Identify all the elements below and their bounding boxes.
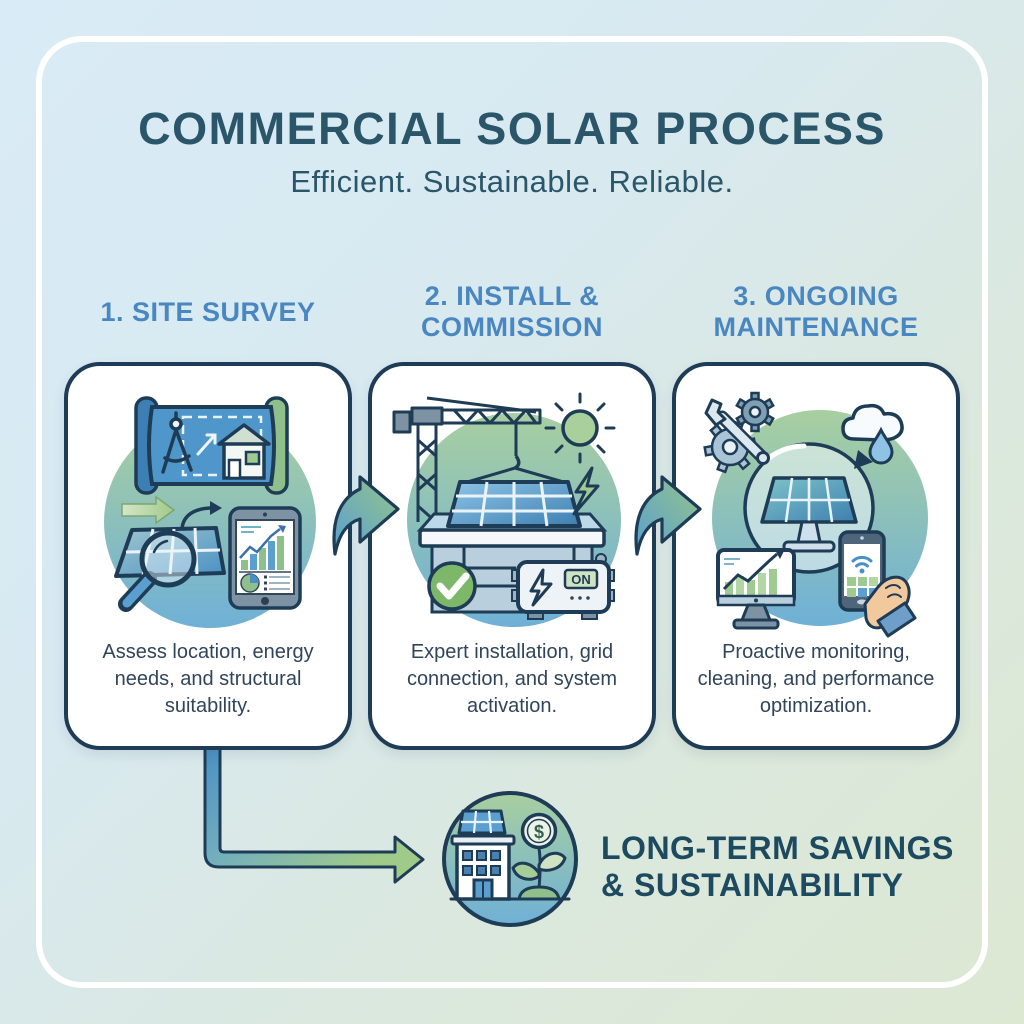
step2-description: Expert installation, grid connection, an… xyxy=(406,641,618,717)
cloud-rain-icon xyxy=(841,403,904,465)
inverter-on-label: ON xyxy=(571,572,591,587)
sun-icon xyxy=(544,392,616,464)
outcome-badge: $ xyxy=(442,791,578,927)
coin-dollar-symbol: $ xyxy=(534,822,544,842)
phone-hand-icon xyxy=(838,530,917,638)
page-title: COMMERCIAL SOLAR PROCESS xyxy=(138,103,886,154)
step-card-site-survey: Assess location, energy needs, and struc… xyxy=(64,362,352,750)
step3-description: Proactive monitoring, cleaning, and perf… xyxy=(697,641,935,717)
outcome-label-line1: LONG-TERM SAVINGS xyxy=(601,830,954,866)
lightning-bolt-icon xyxy=(572,466,600,516)
step-card-install-commission: ON Expert installation, grid connection,… xyxy=(368,362,656,750)
coin-plant-icon: $ xyxy=(511,812,567,901)
site-survey-illustration xyxy=(104,396,316,628)
swoosh-arrow-2-icon xyxy=(634,475,702,556)
outcome-label-line2: & SUSTAINABILITY xyxy=(601,867,904,903)
step-card-ongoing-maintenance: Proactive monitoring, cleaning, and perf… xyxy=(672,362,960,750)
drafting-compass-icon xyxy=(161,411,193,474)
blueprint-icon xyxy=(134,396,289,495)
magnifier-icon xyxy=(118,530,197,612)
tablet-icon xyxy=(228,506,302,610)
green-arrow-icon xyxy=(121,495,176,525)
blueprint-arrow-icon xyxy=(196,433,217,456)
install-commission-illustration: ON xyxy=(392,392,621,627)
page-subtitle: Efficient. Sustainable. Reliable. xyxy=(290,164,734,199)
step1-heading: 1. SITE SURVEY xyxy=(100,296,316,327)
raindrop-icon xyxy=(868,426,894,465)
bolt-icon xyxy=(529,568,553,607)
step3-heading: 3. ONGOING MAINTENANCE xyxy=(713,281,919,342)
flow-arrow-icon xyxy=(203,746,425,884)
check-circle-icon xyxy=(427,561,477,611)
step2-heading: 2. INSTALL & COMMISSION xyxy=(420,281,603,342)
outcome-label: LONG-TERM SAVINGS & SUSTAINABILITY xyxy=(601,830,961,904)
solar-panel-icon xyxy=(446,480,582,528)
gear-wrench-icon xyxy=(703,391,775,474)
solar-building-icon xyxy=(450,809,516,901)
step1-description: Assess location, energy needs, and struc… xyxy=(102,641,314,717)
ongoing-maintenance-illustration xyxy=(703,391,928,638)
blueprint-house-icon xyxy=(217,423,271,480)
monitor-icon xyxy=(716,548,796,630)
inverter-icon: ON xyxy=(511,553,615,620)
swoosh-arrow-1-icon xyxy=(332,475,400,556)
